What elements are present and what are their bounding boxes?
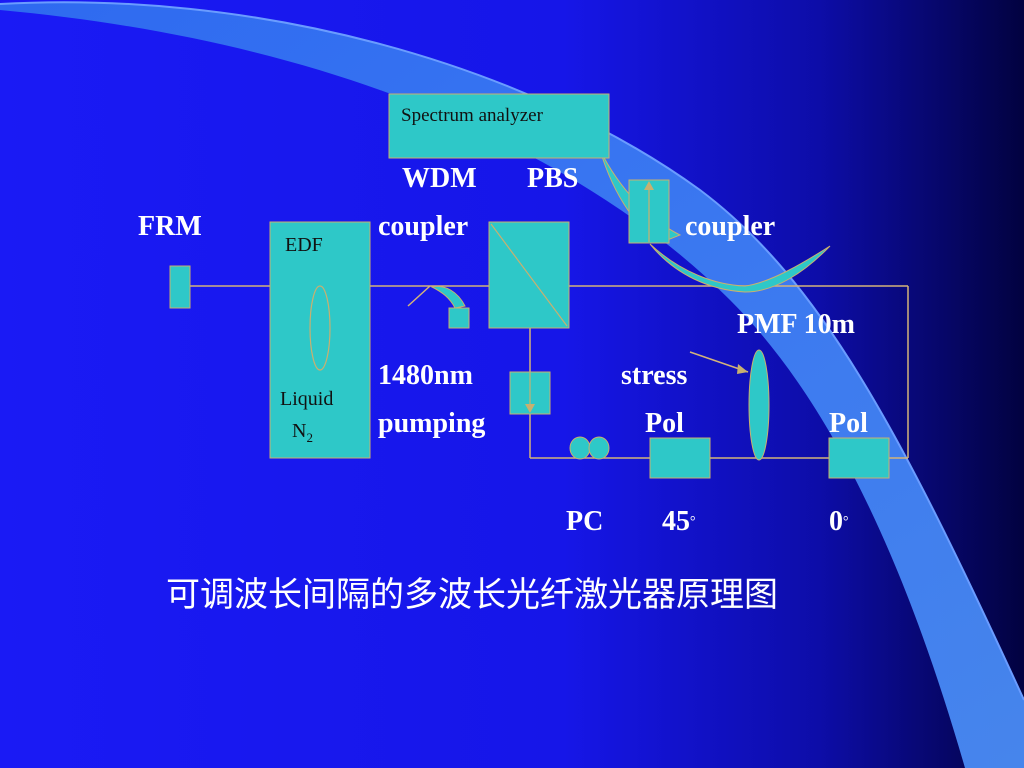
pol-right-label: Pol	[829, 408, 868, 439]
angle-45-degree: 。	[690, 508, 704, 524]
pc-label: PC	[566, 506, 604, 537]
edf-coil	[309, 285, 331, 371]
wdm-label: WDM	[402, 163, 477, 194]
coupler-right-label: coupler	[685, 211, 776, 242]
spectrum-analyzer-block	[388, 93, 610, 159]
stress-arrow-head	[737, 364, 748, 374]
frm-label: FRM	[138, 211, 202, 242]
n2-main: N	[292, 420, 307, 442]
n2-subscript: 2	[306, 430, 313, 445]
stress-label: stress	[621, 360, 688, 391]
pbs-arrow-head	[644, 181, 654, 190]
pmf-coupler	[649, 243, 831, 293]
stress-element	[748, 349, 770, 461]
pump-fiber-stub	[407, 285, 431, 307]
wdm-splitter-diagonal	[490, 223, 568, 327]
angle-45-label: 45。	[662, 508, 704, 536]
pmf-label: PMF 10m	[737, 309, 855, 340]
pumping-label: pumping	[378, 408, 486, 439]
n2-label: N2	[292, 421, 313, 444]
pump-wavelength-label: 1480nm	[378, 360, 473, 391]
pump-arrow-head	[525, 404, 535, 413]
angle-0-label: 0。	[829, 508, 857, 536]
angle-0-value: 0	[829, 506, 843, 537]
polarizer-45-block	[649, 437, 711, 479]
wdm-taper	[430, 285, 466, 309]
slide-caption: 可调波长间隔的多波长光纤激光器原理图	[166, 575, 778, 615]
edf-dewar	[269, 221, 371, 459]
liquid-label: Liquid	[280, 388, 334, 410]
pc-loop-2	[588, 436, 610, 460]
pc-loop-1	[569, 436, 591, 460]
pol-left-label: Pol	[645, 408, 684, 439]
edf-label: EDF	[285, 234, 323, 256]
polarizer-0-block	[828, 437, 890, 479]
angle-0-degree: 。	[843, 508, 857, 524]
spectrum-analyzer-label: Spectrum analyzer	[401, 105, 543, 126]
coupler-left-label: coupler	[378, 211, 469, 242]
frm-block	[169, 265, 191, 309]
angle-45-value: 45	[662, 506, 690, 537]
pbs-label: PBS	[527, 163, 579, 194]
pump-source-block	[448, 307, 470, 329]
